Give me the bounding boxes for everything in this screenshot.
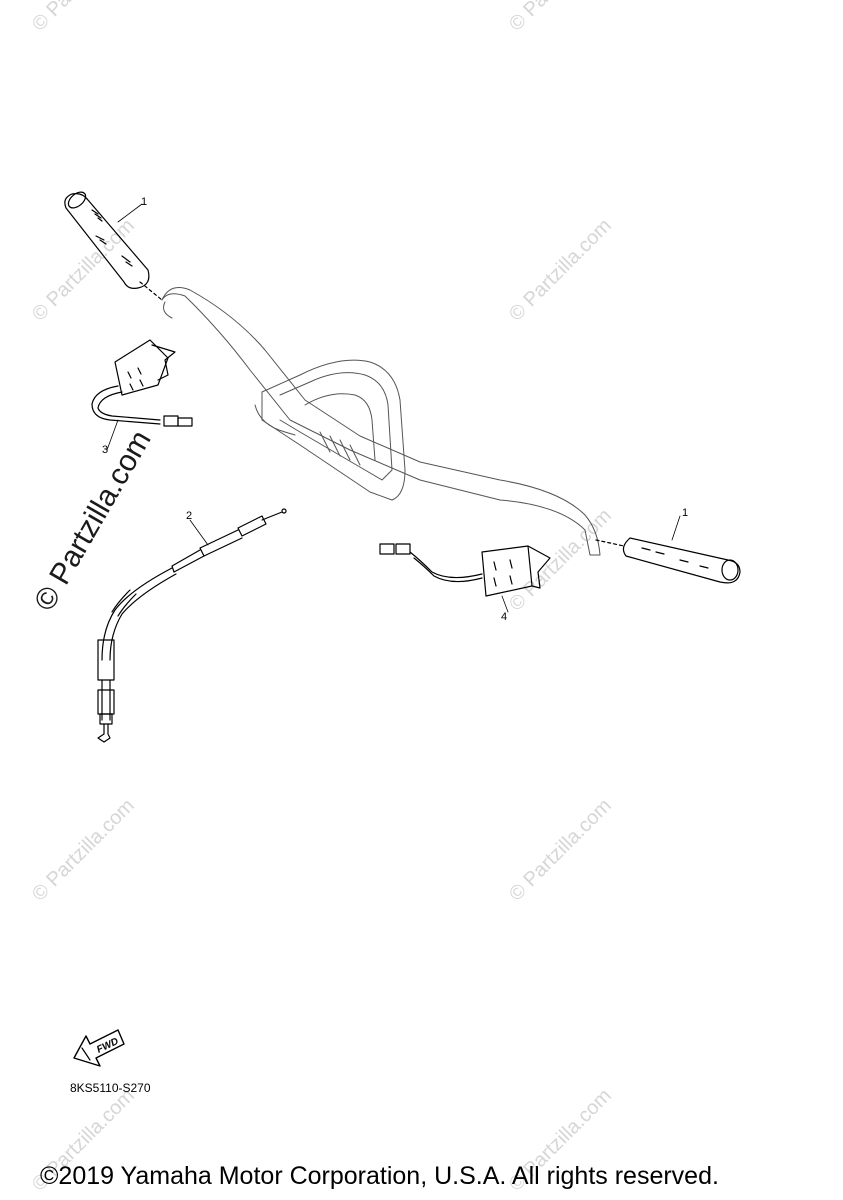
callout-cable: 2: [186, 510, 193, 522]
copyright-notice: ©2019 Yamaha Motor Corporation, U.S.A. A…: [40, 1162, 719, 1190]
grip-heater-left: [91, 339, 193, 451]
callout-grip-left: 1: [141, 196, 148, 208]
diagram-code: 8KS5110-S270: [70, 1081, 151, 1095]
grip-left: [64, 191, 163, 301]
callout-heater-right: 4: [501, 611, 508, 623]
grip-heater-right: [379, 543, 551, 613]
grip-right: [595, 515, 741, 584]
callout-grip-right: 1: [682, 507, 689, 519]
throttle-cable: [97, 508, 287, 743]
callout-heater-left: 3: [102, 444, 109, 456]
fwd-arrow-icon: [73, 1029, 125, 1067]
handlebar: [161, 287, 601, 556]
